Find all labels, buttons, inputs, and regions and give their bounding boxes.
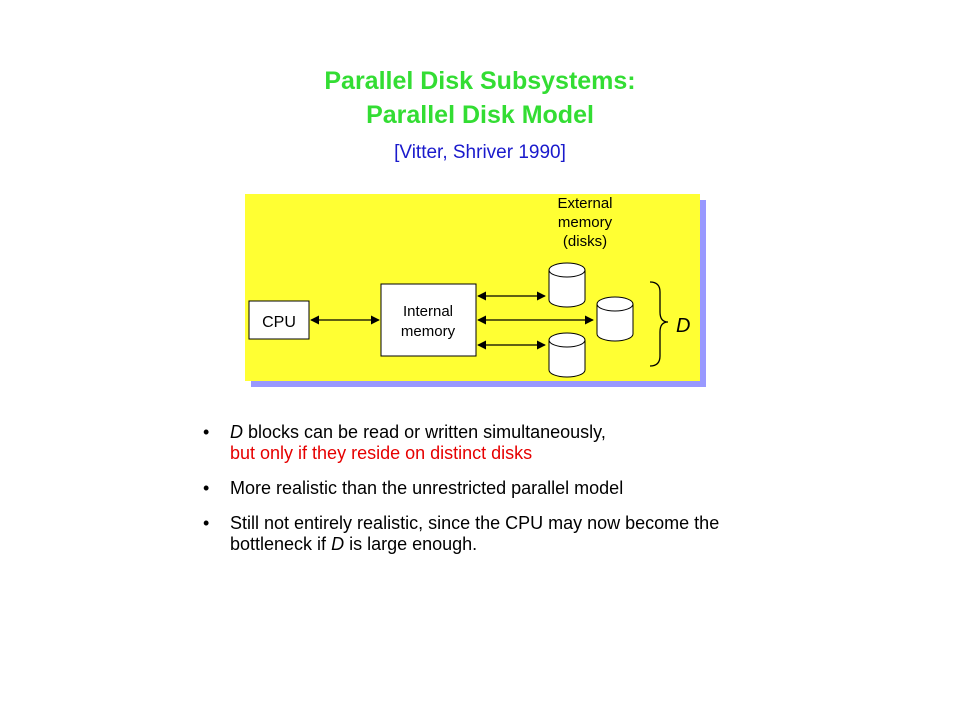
disk-cylinder-2 — [596, 296, 634, 342]
citation: [Vitter, Shriver 1990] — [394, 142, 566, 163]
bullet1-text: blocks can be read or written simultaneo… — [243, 422, 606, 442]
bullet2-text: More realistic than the unrestricted par… — [230, 478, 624, 498]
disk-count-label: D — [676, 315, 690, 337]
bullet-item-3: • Still not entirely realistic, since th… — [203, 513, 763, 555]
bullet3-variable: D — [331, 534, 345, 554]
cpu-box — [248, 300, 310, 340]
disks-brace — [649, 281, 669, 367]
bullet-item-1: • D blocks can be read or written simult… — [203, 422, 763, 464]
bullet-dot-icon: • — [203, 513, 210, 533]
bullet-dot-icon: • — [203, 422, 210, 442]
slide-title-line2: Parallel Disk Model — [366, 101, 594, 129]
bullet3-text: Still not entirely realistic, since the … — [230, 513, 720, 554]
bullet1-variable: D — [230, 422, 243, 442]
bullet-item-2: • More realistic than the unrestricted p… — [203, 478, 763, 499]
bullet1-red-text: but only if they reside on distinct disk… — [230, 443, 533, 463]
external-memory-label-line3: (disks) — [563, 233, 607, 250]
bullet-dot-icon: • — [203, 478, 210, 498]
slide-title-line1: Parallel Disk Subsystems: — [324, 67, 636, 95]
internal-memory-box — [380, 283, 477, 357]
internal-memory-label-line2: memory — [401, 323, 456, 340]
disk-cylinder-3 — [548, 332, 586, 378]
internal-memory-label-line1: Internal — [403, 303, 453, 320]
bullet3-text-end: is large enough. — [344, 534, 478, 554]
external-memory-label-line1: External — [557, 195, 612, 212]
disk-cylinder-1 — [548, 262, 586, 308]
bullet-list: • D blocks can be read or written simult… — [203, 422, 763, 569]
cpu-label: CPU — [262, 314, 296, 331]
external-memory-label-line2: memory — [558, 214, 613, 231]
